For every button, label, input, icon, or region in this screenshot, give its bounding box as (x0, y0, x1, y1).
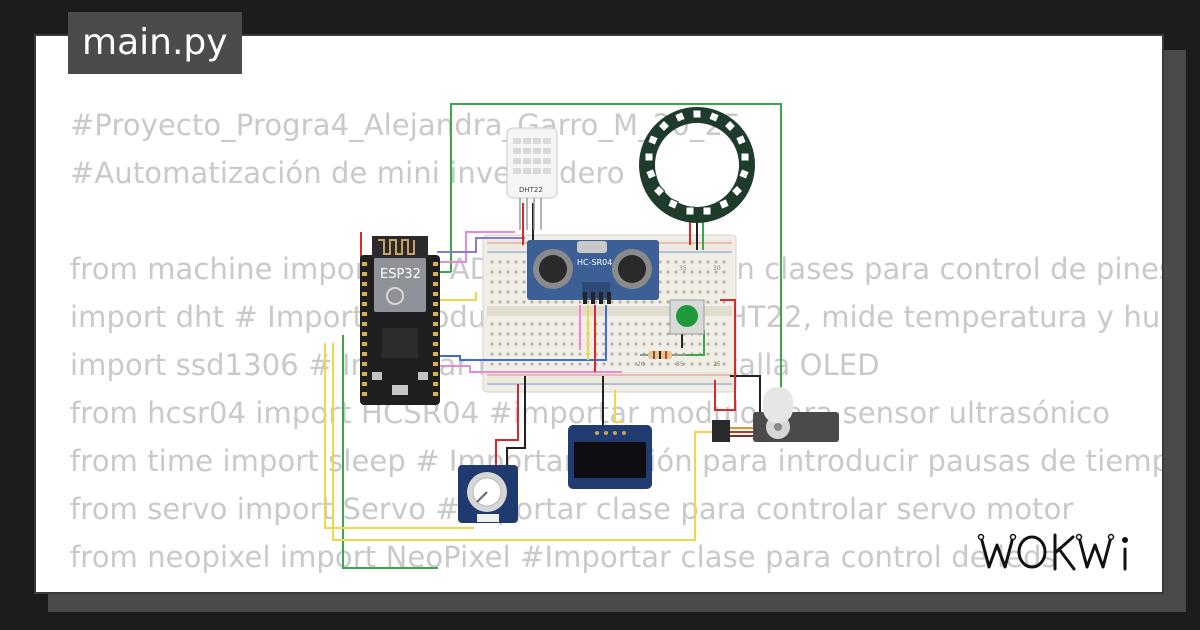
code-line: from neopixel import NeoPixel #Importar … (70, 540, 1057, 574)
push-button-component (669, 299, 705, 335)
wokwi-logo (977, 533, 1128, 571)
ultrasonic-label: HC-SR04 (577, 258, 612, 267)
code-line: from hcsr04 import HCSR04 #importar modu… (70, 396, 1111, 430)
breadboard-number: 35 (676, 361, 684, 368)
breadboard-number: 20 (637, 361, 645, 368)
esp32-label: ESP32 (380, 267, 421, 282)
code-line: #Proyecto_Progra4_Alejandra_Garro_M_20_2… (70, 108, 742, 142)
breadboard-number: 30 (713, 265, 721, 272)
file-title: main.py (68, 12, 242, 74)
neopixel-ring (639, 107, 755, 223)
dht22-sensor: DHT22 (506, 127, 558, 230)
breadboard-number: 25 (713, 361, 721, 368)
servo-motor (712, 387, 839, 442)
oled-display (568, 425, 652, 489)
ultrasonic-sensor: HC-SR04 (527, 240, 659, 304)
potentiometer (458, 465, 518, 523)
resistor (640, 351, 686, 359)
breadboard-number: 35 (679, 265, 687, 272)
code-line: from servo import Servo #Importar clase … (70, 492, 1074, 526)
dht22-label: DHT22 (519, 186, 543, 194)
esp32-board: ESP32 (360, 236, 440, 405)
